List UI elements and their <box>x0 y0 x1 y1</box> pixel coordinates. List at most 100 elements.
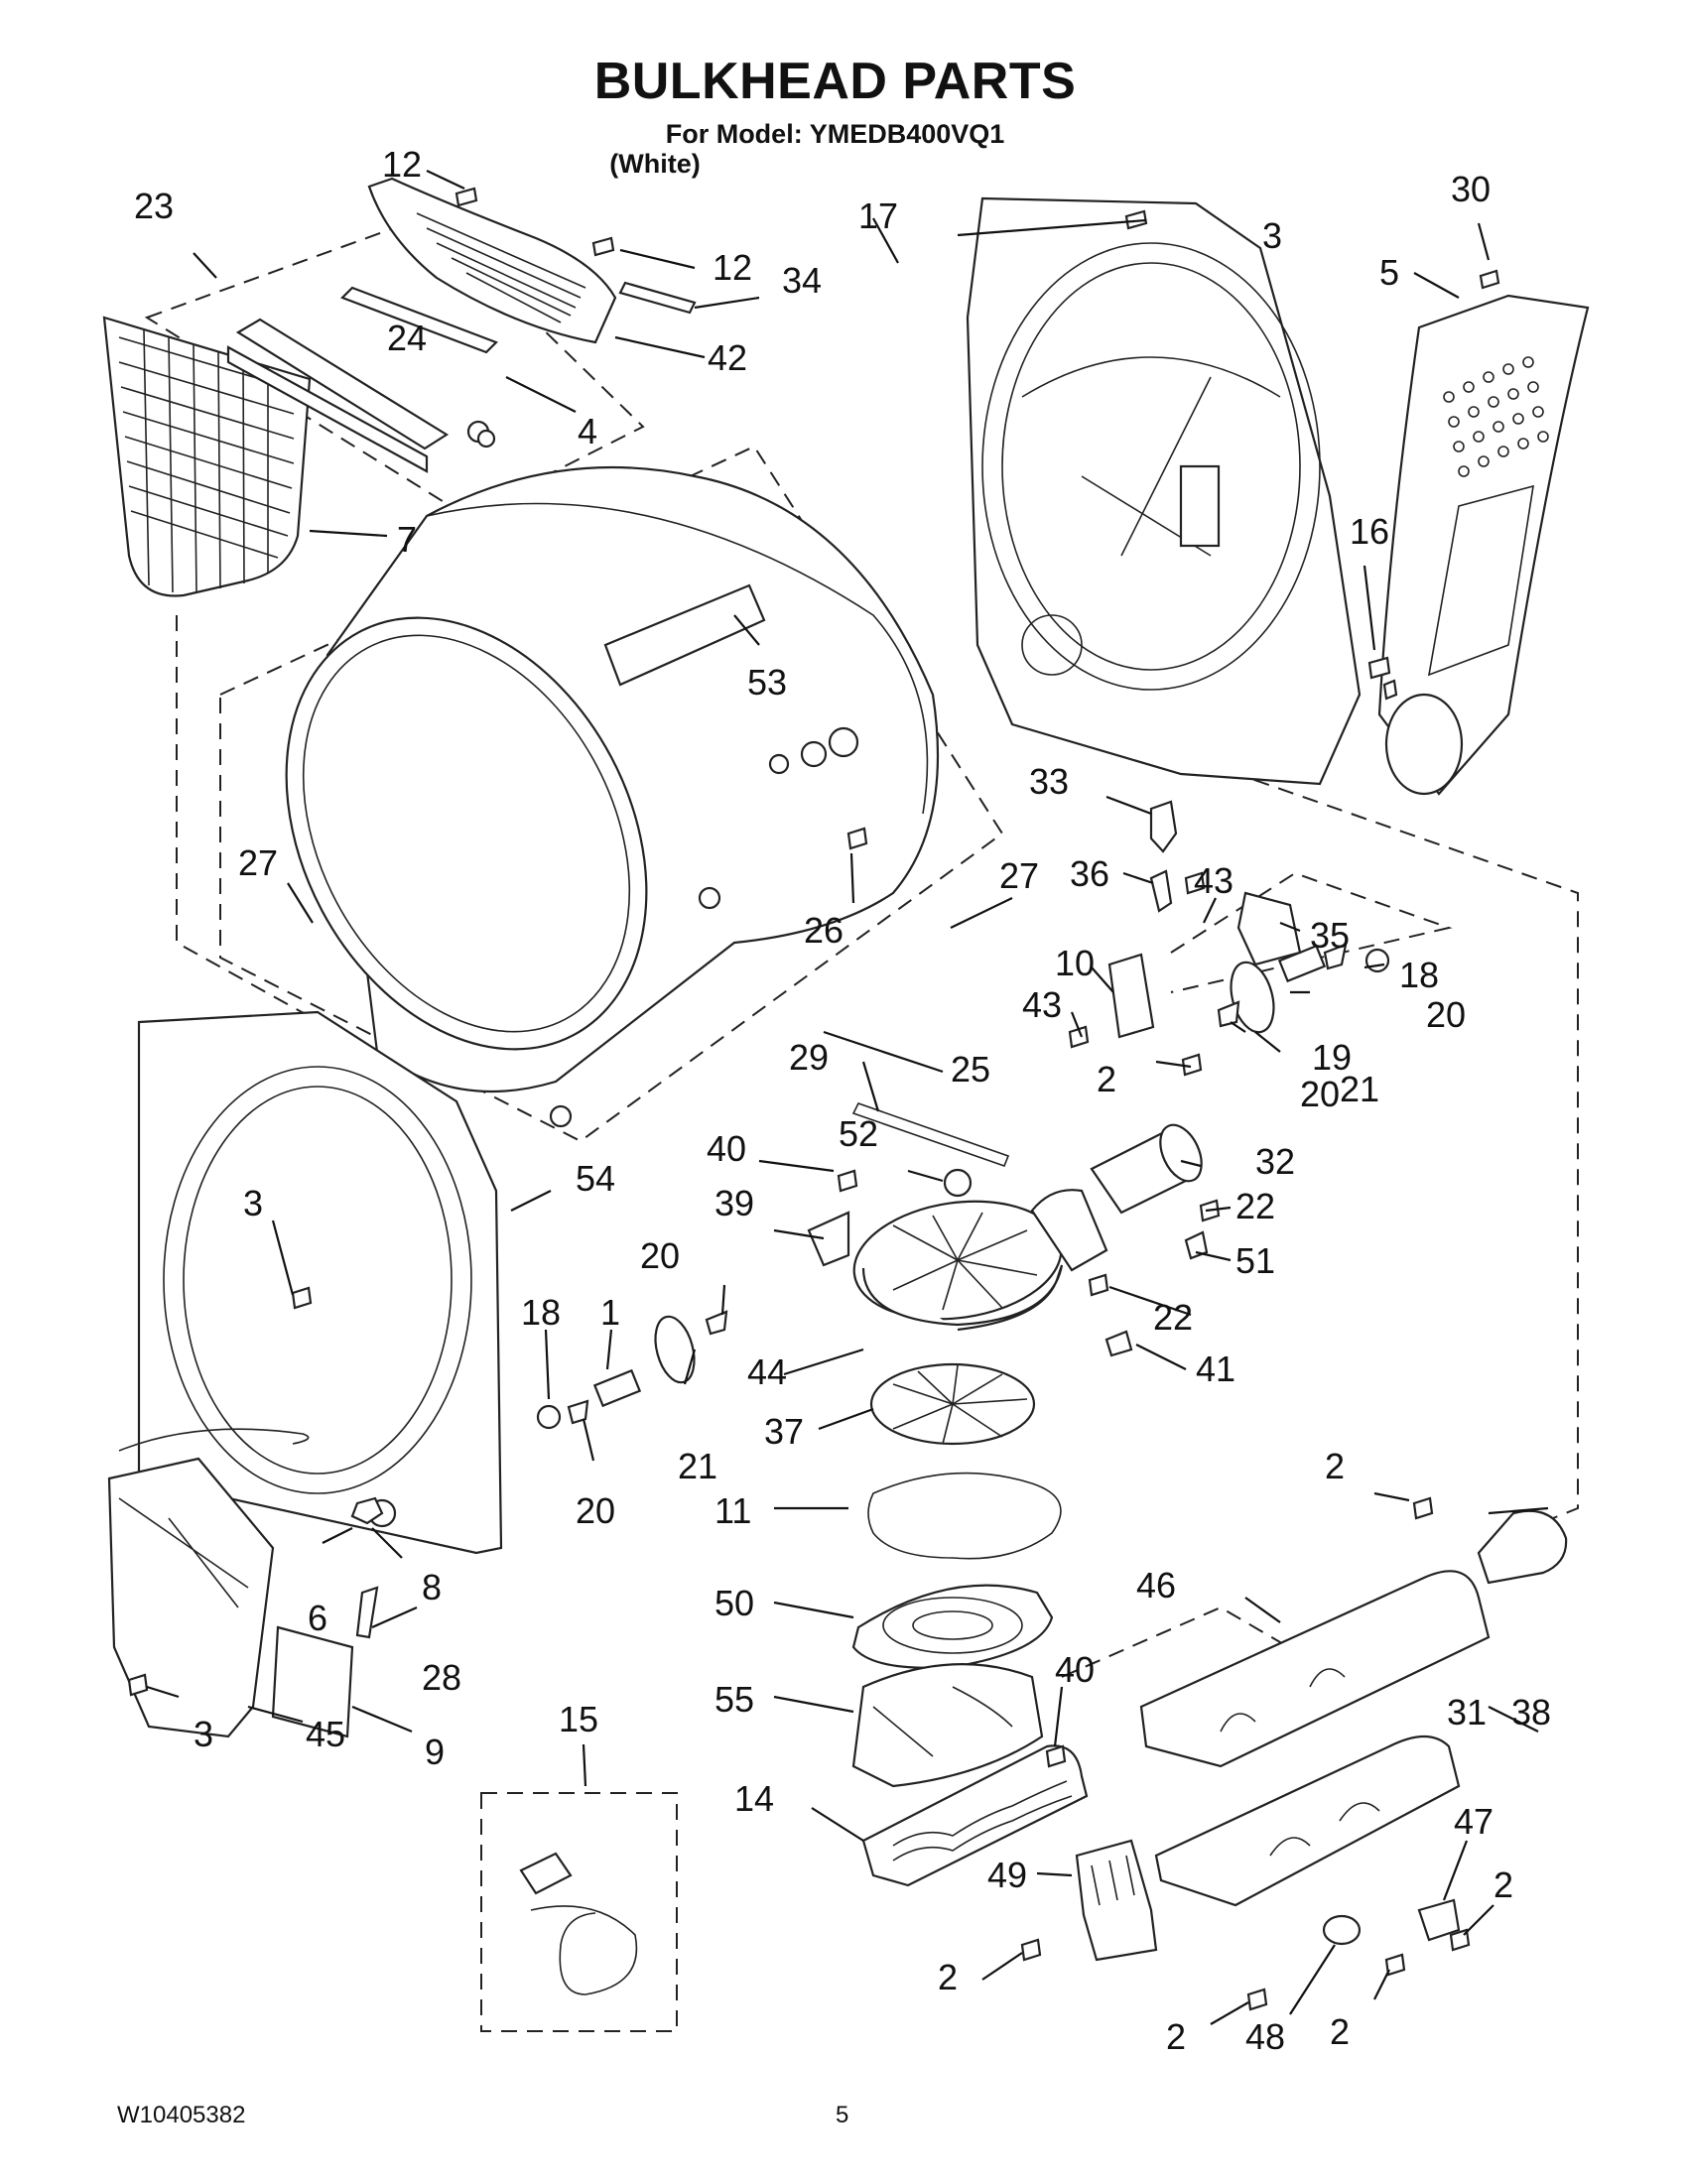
rear-roller-parts <box>1107 800 1390 1039</box>
lint-duct-part <box>107 1428 384 1738</box>
document-number: W10405382 <box>117 2102 246 2128</box>
callout-38: 38 <box>1511 1692 1551 1733</box>
callout-48: 48 <box>1245 2016 1285 2057</box>
callout-20-b: 20 <box>1300 1074 1340 1114</box>
page-title: BULKHEAD PARTS <box>593 53 1077 110</box>
callout-22-b: 22 <box>1153 1297 1193 1338</box>
callout-39: 39 <box>714 1183 754 1223</box>
callout-52: 52 <box>839 1113 878 1154</box>
blower-housing-part <box>807 1168 1133 1357</box>
left-drop-line <box>176 615 338 1033</box>
rear-bulkhead-part <box>966 196 1362 786</box>
callout-43-b: 43 <box>1022 984 1062 1025</box>
callout-16: 16 <box>1350 511 1389 552</box>
front-roller-parts <box>536 1310 728 1430</box>
callout-2-e: 2 <box>1166 2016 1186 2057</box>
callout-5: 5 <box>1379 252 1399 293</box>
callout-30: 30 <box>1451 169 1491 209</box>
callout-27-b: 27 <box>999 855 1039 896</box>
leader-lines <box>146 170 1549 2025</box>
callout-1: 1 <box>600 1292 620 1333</box>
heater-cover-part <box>1139 1570 1491 1768</box>
callout-26: 26 <box>804 910 844 951</box>
callout-45: 45 <box>306 1714 345 1754</box>
wire-kit-part <box>519 1852 638 1995</box>
callout-36: 36 <box>1070 853 1109 894</box>
callout-22-a: 22 <box>1235 1186 1275 1226</box>
callout-50: 50 <box>714 1583 754 1623</box>
callout-12-a: 12 <box>382 144 422 185</box>
model-line: For Model: YMEDB400VQ1 <box>665 119 1005 149</box>
callout-labels: 12 23 12 34 42 24 4 7 17 3 30 5 16 53 27… <box>134 144 1551 2057</box>
lint-housing-parts <box>226 177 697 473</box>
callout-15: 15 <box>559 1699 598 1739</box>
callout-51: 51 <box>1235 1240 1275 1281</box>
blower-cover-part <box>851 1663 1044 1788</box>
wire-kit-box <box>480 1792 678 2032</box>
gasket-part <box>867 1472 1062 1560</box>
callout-43-a: 43 <box>1194 860 1234 901</box>
exhaust-duct-part <box>1090 1123 1209 1260</box>
callout-53: 53 <box>747 662 787 703</box>
heater-housing-part <box>1154 1735 1461 1907</box>
callout-40-b: 40 <box>1055 1649 1095 1690</box>
heater-bracket-part <box>1075 1839 1158 1962</box>
drum-part <box>285 465 940 1128</box>
callout-28: 28 <box>422 1657 461 1698</box>
callout-25: 25 <box>951 1049 990 1090</box>
callout-27-a: 27 <box>238 842 278 883</box>
color-variant: (White) <box>609 149 701 179</box>
callout-44: 44 <box>747 1351 787 1392</box>
callout-41: 41 <box>1196 1349 1235 1389</box>
thermostat-parts <box>1322 1898 1461 1946</box>
callout-20-d: 20 <box>576 1490 615 1531</box>
callout-12-b: 12 <box>713 247 752 288</box>
callout-29: 29 <box>789 1037 829 1078</box>
callout-40-a: 40 <box>707 1128 746 1169</box>
callout-21-b: 21 <box>678 1446 717 1486</box>
callout-14: 14 <box>734 1778 774 1819</box>
callout-46: 46 <box>1136 1565 1176 1606</box>
callout-42: 42 <box>708 337 747 378</box>
callout-2-f: 2 <box>1330 2011 1350 2052</box>
heat-shield-part <box>1477 1509 1568 1585</box>
callout-20-a: 20 <box>1426 994 1466 1035</box>
callout-17: 17 <box>858 195 898 236</box>
callout-35: 35 <box>1310 915 1350 956</box>
callout-3-a: 3 <box>1262 215 1282 256</box>
callout-19: 19 <box>1312 1037 1352 1078</box>
callout-31: 31 <box>1447 1692 1487 1733</box>
callout-18-a: 18 <box>1399 955 1439 995</box>
callout-23: 23 <box>134 186 174 226</box>
lint-screen-part <box>102 316 312 597</box>
drive-belt-part <box>851 1102 1010 1168</box>
callout-24: 24 <box>387 318 427 358</box>
callout-18-b: 18 <box>521 1292 561 1333</box>
callout-7: 7 <box>397 519 417 560</box>
callout-21-a: 21 <box>1340 1069 1379 1109</box>
callout-49: 49 <box>987 1855 1027 1895</box>
page-number: 5 <box>836 2102 849 2128</box>
rear-cover-part <box>1377 294 1590 796</box>
callout-32: 32 <box>1255 1141 1295 1182</box>
callout-11: 11 <box>714 1490 751 1531</box>
callout-2-d: 2 <box>938 1957 958 1997</box>
callout-47: 47 <box>1454 1801 1493 1842</box>
callout-3-c: 3 <box>194 1714 213 1754</box>
callout-2-a: 2 <box>1097 1059 1116 1099</box>
callout-4: 4 <box>578 411 597 451</box>
blower-seal-part <box>851 1584 1054 1669</box>
callout-3-b: 3 <box>243 1183 263 1223</box>
callout-6: 6 <box>308 1598 327 1638</box>
callout-34: 34 <box>782 260 822 301</box>
callout-33: 33 <box>1029 761 1069 802</box>
callout-2-c: 2 <box>1493 1864 1513 1905</box>
callout-20-c: 20 <box>640 1235 680 1276</box>
callout-54: 54 <box>576 1158 615 1199</box>
callout-2-b: 2 <box>1325 1446 1345 1486</box>
heating-element-part <box>861 1744 1089 1887</box>
callout-9: 9 <box>425 1732 445 1772</box>
lint-group-outline <box>144 214 645 518</box>
